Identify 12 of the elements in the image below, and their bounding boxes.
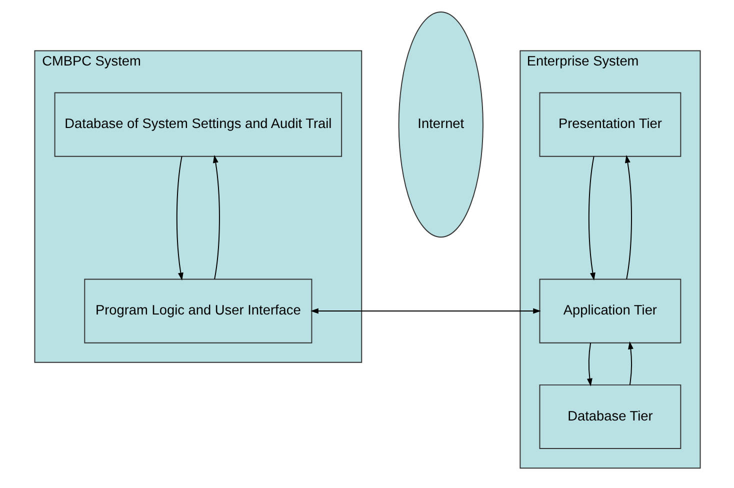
arrow xyxy=(212,155,220,280)
node-box: Database of System Settings and Audit Trail xyxy=(54,92,342,157)
node-box: Presentation Tier xyxy=(538,92,681,157)
arrow xyxy=(588,156,595,281)
arrow xyxy=(586,342,592,386)
node-box: Database Tier xyxy=(538,384,681,450)
arrow xyxy=(624,155,632,280)
node-ellipse: Internet xyxy=(398,12,483,238)
node-box: Program Logic and User Interface xyxy=(84,278,312,344)
arrow xyxy=(176,156,183,281)
arrow xyxy=(628,341,633,386)
node-box: Application Tier xyxy=(538,278,681,344)
